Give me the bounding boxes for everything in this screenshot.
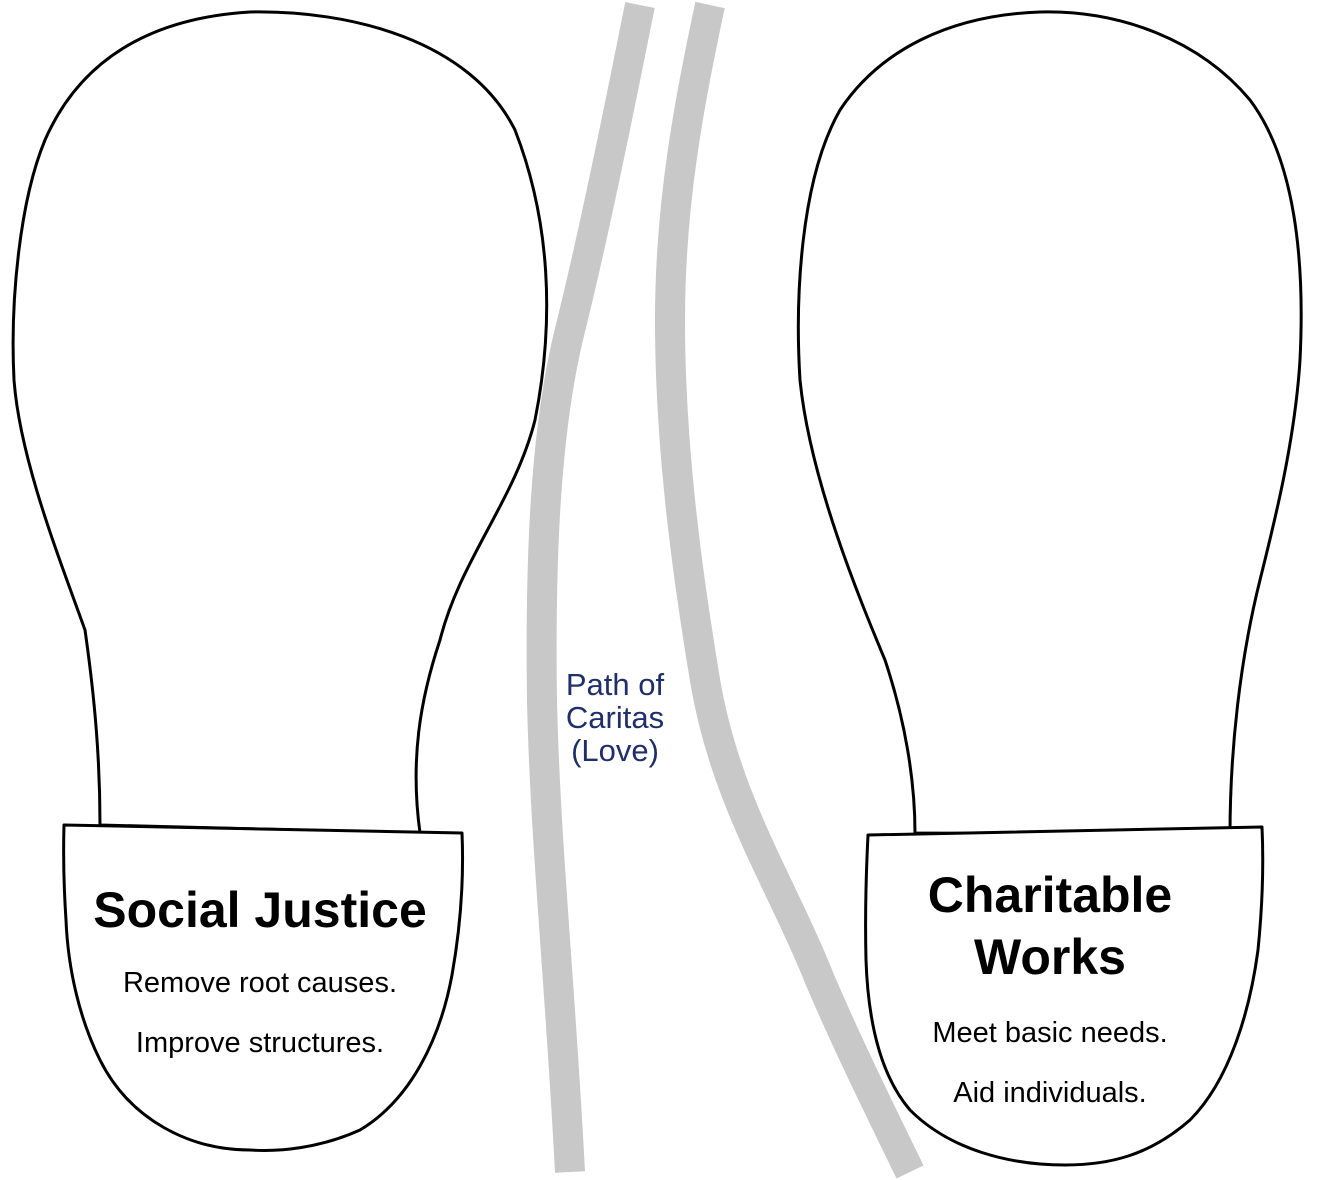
left-footprint-sole bbox=[11, 10, 549, 835]
left-footprint-heading: Social Justice bbox=[60, 880, 460, 940]
left-footprint-item: Improve structures. bbox=[135, 1027, 385, 1059]
left-footprint-item: Remove root causes. bbox=[122, 967, 397, 999]
path-label: Path of Caritas (Love) bbox=[540, 668, 690, 767]
path-stripe-right bbox=[654, 1, 924, 1179]
right-footprint-item: Meet basic needs. bbox=[932, 1017, 1168, 1049]
path-label-line: Path of bbox=[565, 667, 665, 702]
left-heading-text: Social Justice bbox=[93, 882, 427, 938]
path-label-line: (Love) bbox=[571, 733, 659, 768]
right-footprint-item: Aid individuals. bbox=[953, 1077, 1147, 1109]
path-stripe-left bbox=[526, 2, 655, 1173]
right-heading-line: Works bbox=[974, 929, 1126, 985]
right-footprint-heading: Charitable Works bbox=[860, 864, 1240, 988]
left-footprint-heel bbox=[62, 823, 465, 1152]
path-label-line: Caritas bbox=[565, 700, 665, 735]
right-footprint-heel bbox=[864, 825, 1265, 1167]
right-footprint-sole bbox=[796, 10, 1303, 837]
right-heading-line: Charitable bbox=[927, 867, 1173, 923]
